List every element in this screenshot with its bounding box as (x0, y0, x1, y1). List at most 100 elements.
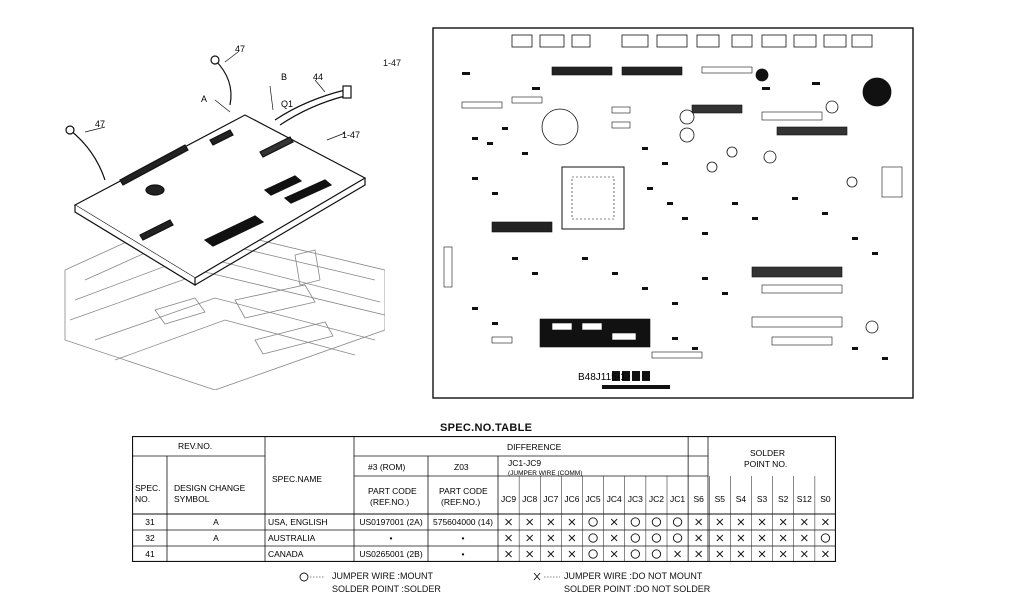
header-part-code-rom-2: (REF.NO.) (370, 497, 409, 507)
callout-47-top: 47 (235, 44, 245, 54)
mark-cross (716, 550, 724, 558)
subcol-header-s3: S3 (757, 494, 768, 504)
header-z03: Z03 (454, 462, 469, 472)
row-symbol: A (213, 517, 219, 527)
subcol-header-s5: S5 (715, 494, 726, 504)
spec-number-table: REV.NO. SPEC. NO. DESIGN CHANGE SYMBOL S… (132, 436, 836, 562)
header-design-change: DESIGN CHANGE (174, 483, 246, 493)
mark-cross (822, 550, 829, 558)
legend-x-mark (533, 572, 560, 581)
mark-cross (800, 534, 808, 542)
subcol-header-s12: S12 (797, 494, 812, 504)
header-spec-no: SPEC. (135, 483, 161, 493)
header-spec-name: SPEC.NAME (272, 474, 322, 484)
subcol-header-jc6: JC6 (564, 494, 579, 504)
board-id-marks (602, 371, 670, 389)
callout-q1: Q1 (281, 99, 293, 109)
row-rom-part-code: • (390, 533, 393, 543)
row-spec-no: 31 (145, 517, 155, 527)
top-connectors (511, 34, 873, 48)
mark-circle (630, 549, 640, 559)
mark-circle (630, 517, 640, 527)
spec-table-title: SPEC.NO.TABLE (440, 422, 533, 434)
mark-cross (505, 518, 512, 526)
component-footprints (443, 66, 903, 359)
subcol-header-jc4: JC4 (607, 494, 622, 504)
row-rom-part-code: US0265001 (2B) (359, 549, 422, 559)
mark-cross (610, 550, 618, 558)
mark-cross (800, 518, 808, 526)
cables (65, 55, 352, 181)
exploded-assembly-view: 47 47 B A Q1 44 1-47 (64, 44, 385, 390)
mark-circle (672, 517, 683, 527)
mark-cross (758, 534, 766, 542)
mark-cross (526, 518, 534, 526)
row-spec-no: 41 (145, 549, 155, 559)
header-rom: #3 (ROM) (368, 462, 405, 472)
header-part-code-rom: PART CODE (368, 486, 417, 496)
mark-cross (758, 550, 766, 558)
subcol-header-s2: S2 (778, 494, 789, 504)
mark-circle (588, 549, 598, 559)
header-design-change-2: SYMBOL (174, 494, 210, 504)
callout-b: B (281, 72, 287, 82)
mark-cross (779, 518, 787, 526)
subcol-header-s4: S4 (736, 494, 747, 504)
header-jumper-wire-comm: (JUMPER WIRE (COMM) (508, 470, 582, 477)
mark-cross (716, 518, 724, 526)
row-z03-part-code: • (462, 549, 465, 559)
mark-cross (526, 534, 534, 542)
callout-47-left: 47 (95, 119, 105, 129)
legend-circle-mark (299, 572, 324, 582)
subcol-header-jc7: JC7 (543, 494, 558, 504)
mark-cross (737, 550, 745, 558)
mark-cross (610, 534, 618, 542)
mark-cross (779, 534, 787, 542)
mark-cross (758, 518, 766, 526)
mark-circle (630, 533, 640, 543)
header-part-code-z03: PART CODE (439, 486, 488, 496)
legend-o-line1: JUMPER WIRE :MOUNT (332, 571, 433, 581)
header-spec-no-2: NO. (135, 494, 150, 504)
small-components (462, 72, 888, 360)
row-spec-name: USA, ENGLISH (268, 517, 328, 527)
mark-cross (822, 518, 829, 526)
callout-1-47-board: 1-47 (383, 58, 402, 68)
mark-cross (737, 534, 745, 542)
callout-44: 44 (313, 72, 323, 82)
subcol-header-jc1: JC1 (670, 494, 685, 504)
row-z03-part-code: 575604000 (14) (433, 517, 493, 527)
subcol-header-jc9: JC9 (501, 494, 516, 504)
row-spec-no: 32 (145, 533, 155, 543)
header-part-code-z03-2: (REF.NO.) (441, 497, 480, 507)
legend-x-line2: SOLDER POINT :DO NOT SOLDER (564, 584, 711, 594)
mark-cross (568, 534, 576, 542)
row-z03-part-code: • (462, 533, 465, 543)
circuit-board-3d (73, 114, 367, 287)
mark-circle (651, 549, 662, 559)
subcol-header-s0: S0 (820, 494, 831, 504)
header-solder-point: SOLDER (750, 448, 785, 458)
capacitors (541, 68, 892, 334)
header-solder-point-2: POINT NO. (744, 459, 787, 469)
mark-cross (674, 550, 681, 558)
mark-cross (547, 518, 555, 526)
subcol-header-s6: S6 (693, 494, 704, 504)
pcb-layout-diagram: B48J115-1 (432, 27, 914, 399)
mark-circle (588, 533, 598, 543)
row-symbol: A (213, 533, 219, 543)
callout-a: A (201, 94, 207, 104)
mark-cross (716, 534, 724, 542)
subcol-header-jc8: JC8 (522, 494, 537, 504)
legend-x-line1: JUMPER WIRE :DO NOT MOUNT (564, 571, 703, 581)
row-spec-name: AUSTRALIA (268, 533, 316, 543)
mark-cross (568, 550, 576, 558)
legend-o-line2: SOLDER POINT :SOLDER (332, 584, 441, 594)
mark-cross (695, 550, 703, 558)
header-difference: DIFFERENCE (507, 442, 562, 452)
row-rom-part-code: US0197001 (2A) (359, 517, 422, 527)
mark-cross (547, 550, 555, 558)
mark-circle (672, 533, 683, 543)
mark-circle (588, 517, 598, 527)
mark-cross (505, 534, 512, 542)
